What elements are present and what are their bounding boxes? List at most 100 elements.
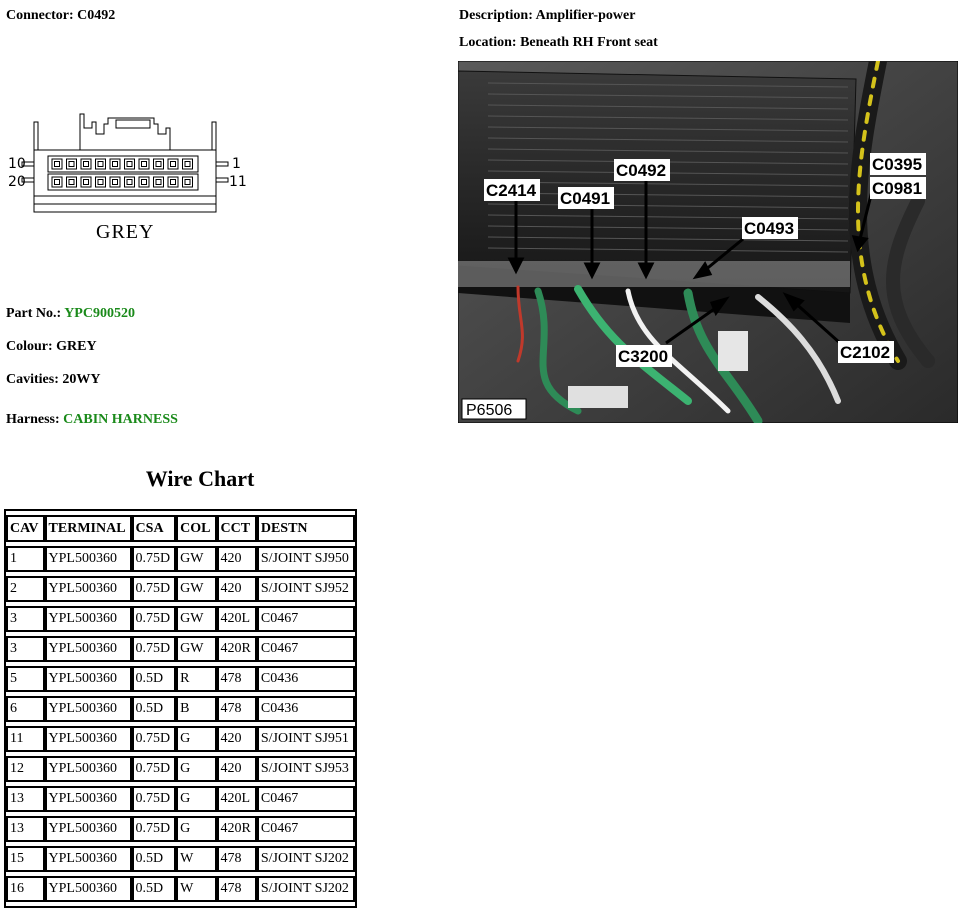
heat-sink-fin (487, 192, 849, 198)
cavities-value: 20WY (62, 372, 101, 387)
connector-value: C0492 (77, 8, 116, 23)
table-cell-cav: 11 (6, 726, 45, 752)
part-no-link[interactable]: YPC900520 (64, 306, 135, 321)
table-cell-destn: C0467 (256, 786, 355, 812)
connector-cavity-inner (54, 161, 60, 167)
table-cell-destn: S/JOINT SJ953 (256, 756, 355, 782)
table-cell-cct: 420R (216, 636, 257, 662)
heat-sink-fin (487, 93, 849, 99)
table-cell-col: B (176, 696, 217, 722)
wire-chart-header-cct: CCT (216, 515, 257, 542)
location-value: Beneath RH Front seat (520, 35, 658, 50)
table-cell-cav: 3 (6, 636, 45, 662)
heat-sink-fin (487, 148, 849, 154)
heat-sink-fin (487, 104, 849, 110)
table-cell-cav: 16 (6, 876, 45, 902)
table-cell-col: R (176, 666, 217, 692)
table-cell-terminal: YPL500360 (44, 846, 132, 872)
callout-box (558, 187, 614, 209)
table-cell-destn: C0436 (256, 696, 355, 722)
callout-label-c0981: C0981 (872, 179, 922, 198)
connector-cavity-inner (112, 179, 118, 185)
description-label: Description: Amplifier-power (459, 8, 635, 24)
table-cell-csa: 0.75D (131, 756, 177, 782)
table-cell-terminal: YPL500360 (44, 696, 132, 722)
table-cell-cav: 15 (6, 846, 45, 872)
connector-cavity-inner (184, 179, 191, 185)
wire-chart-header-destn: DESTN (256, 515, 355, 542)
wire-chart-header-cav: CAV (6, 515, 45, 542)
table-cell-cct: 420 (216, 756, 257, 782)
callout-label-c0491: C0491 (560, 189, 610, 208)
cavities-label: Cavities: 20WY (6, 372, 101, 388)
pin-label-10: 10 (8, 156, 26, 172)
table-cell-col: GW (176, 606, 217, 632)
connector-diagram: 10 20 1 11 GREY (8, 113, 247, 243)
pin-label-20: 20 (8, 174, 26, 190)
table-cell-csa: 0.5D (131, 666, 177, 692)
heat-sink-fin (487, 247, 849, 253)
table-cell-terminal: YPL500360 (44, 546, 132, 572)
connector-label: Connector: C0492 (6, 8, 115, 24)
table-cell-cav: 2 (6, 576, 45, 602)
connector-cavity-inner (126, 179, 133, 185)
connector-cavity-inner (83, 179, 89, 185)
callout-label-c0492: C0492 (616, 161, 666, 180)
table-cell-cav: 13 (6, 816, 45, 842)
colour-label-text: Colour: (6, 339, 53, 354)
connector-cavity-inner (155, 161, 162, 167)
callout-box (870, 153, 926, 175)
table-cell-destn: C0467 (256, 606, 355, 632)
table-cell-col: GW (176, 576, 217, 602)
table-cell-destn: S/JOINT SJ202 (256, 876, 355, 902)
part-no-label-text: Part No.: (6, 306, 62, 321)
table-cell-terminal: YPL500360 (44, 816, 132, 842)
table-cell-cav: 13 (6, 786, 45, 812)
harness-label: Harness: CABIN HARNESS (6, 412, 178, 428)
table-cell-destn: S/JOINT SJ202 (256, 846, 355, 872)
table-cell-terminal: YPL500360 (44, 876, 132, 902)
table-cell-cav: 3 (6, 606, 45, 632)
table-cell-terminal: YPL500360 (44, 786, 132, 812)
heat-sink-fin (487, 82, 849, 88)
connector-cavity-inner (170, 161, 176, 167)
table-cell-cct: 420L (216, 606, 257, 632)
table-cell-cav: 12 (6, 756, 45, 782)
table-cell-cct: 420R (216, 816, 257, 842)
table-cell-terminal: YPL500360 (44, 606, 132, 632)
callout-label-c3200: C3200 (618, 347, 668, 366)
callout-label-c0493: C0493 (744, 219, 794, 238)
connector-cavity-inner (112, 161, 118, 167)
table-cell-csa: 0.75D (131, 726, 177, 752)
table-cell-cav: 5 (6, 666, 45, 692)
wire-chart-header-csa: CSA (131, 515, 177, 542)
connector-cavity-inner (54, 179, 60, 185)
heat-sink-fin (487, 137, 849, 143)
table-cell-terminal: YPL500360 (44, 576, 132, 602)
harness-link[interactable]: CABIN HARNESS (63, 412, 178, 427)
table-cell-csa: 0.75D (131, 786, 177, 812)
callout-box (614, 159, 670, 181)
colour-label: Colour: GREY (6, 339, 97, 355)
table-cell-terminal: YPL500360 (44, 726, 132, 752)
table-cell-col: GW (176, 546, 217, 572)
table-cell-cct: 478 (216, 696, 257, 722)
table-cell-cav: 1 (6, 546, 45, 572)
table-cell-csa: 0.75D (131, 816, 177, 842)
connector-cavity-inner (141, 161, 147, 167)
table-cell-destn: S/JOINT SJ950 (256, 546, 355, 572)
table-cell-terminal: YPL500360 (44, 756, 132, 782)
table-cell-col: G (176, 726, 217, 752)
table-cell-col: GW (176, 636, 217, 662)
table-cell-cav: 6 (6, 696, 45, 722)
table-cell-destn: C0467 (256, 816, 355, 842)
heat-sink-fin (487, 203, 849, 209)
